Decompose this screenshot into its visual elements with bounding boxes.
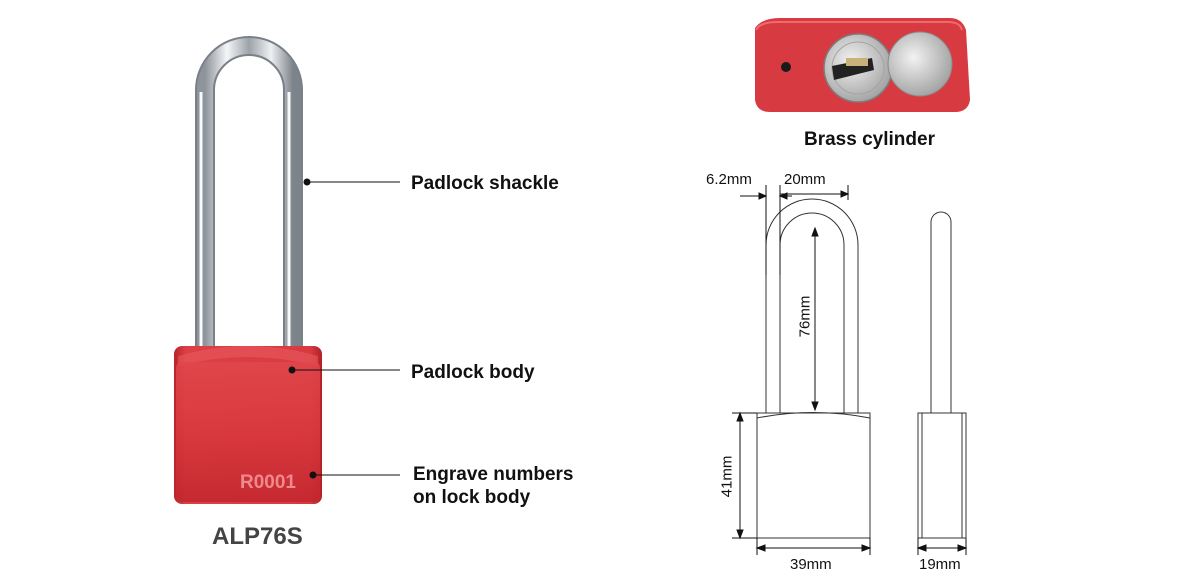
model-number: ALP76S [212,523,303,550]
dim-shackle-width: 20mm [784,171,826,188]
dim-body-thickness: 19mm [919,556,961,573]
cylinder-caption: Brass cylinder [804,129,935,150]
callout-engrave-label-line1: Engrave numbers [413,464,574,485]
dimension-lines [732,185,968,555]
callout-shackle-label: Padlock shackle [411,173,559,194]
dim-shackle-height: 76mm [796,295,814,338]
dim-shackle-diameter: 6.2mm [706,171,752,188]
dim-body-width: 39mm [790,556,832,573]
callout-lines [288,178,400,479]
side-view-drawing [917,211,967,539]
shackle-illustration [195,36,303,350]
callout-engrave-label-line2: on lock body [413,487,531,508]
dim-body-height: 41mm [718,455,736,498]
callout-body-label: Padlock body [411,362,535,383]
engraving-text: R0001 [240,472,296,493]
front-view-drawing [756,198,871,539]
padlock-body-illustration: R0001 [174,346,322,504]
brass-cylinder-photo [755,18,970,112]
